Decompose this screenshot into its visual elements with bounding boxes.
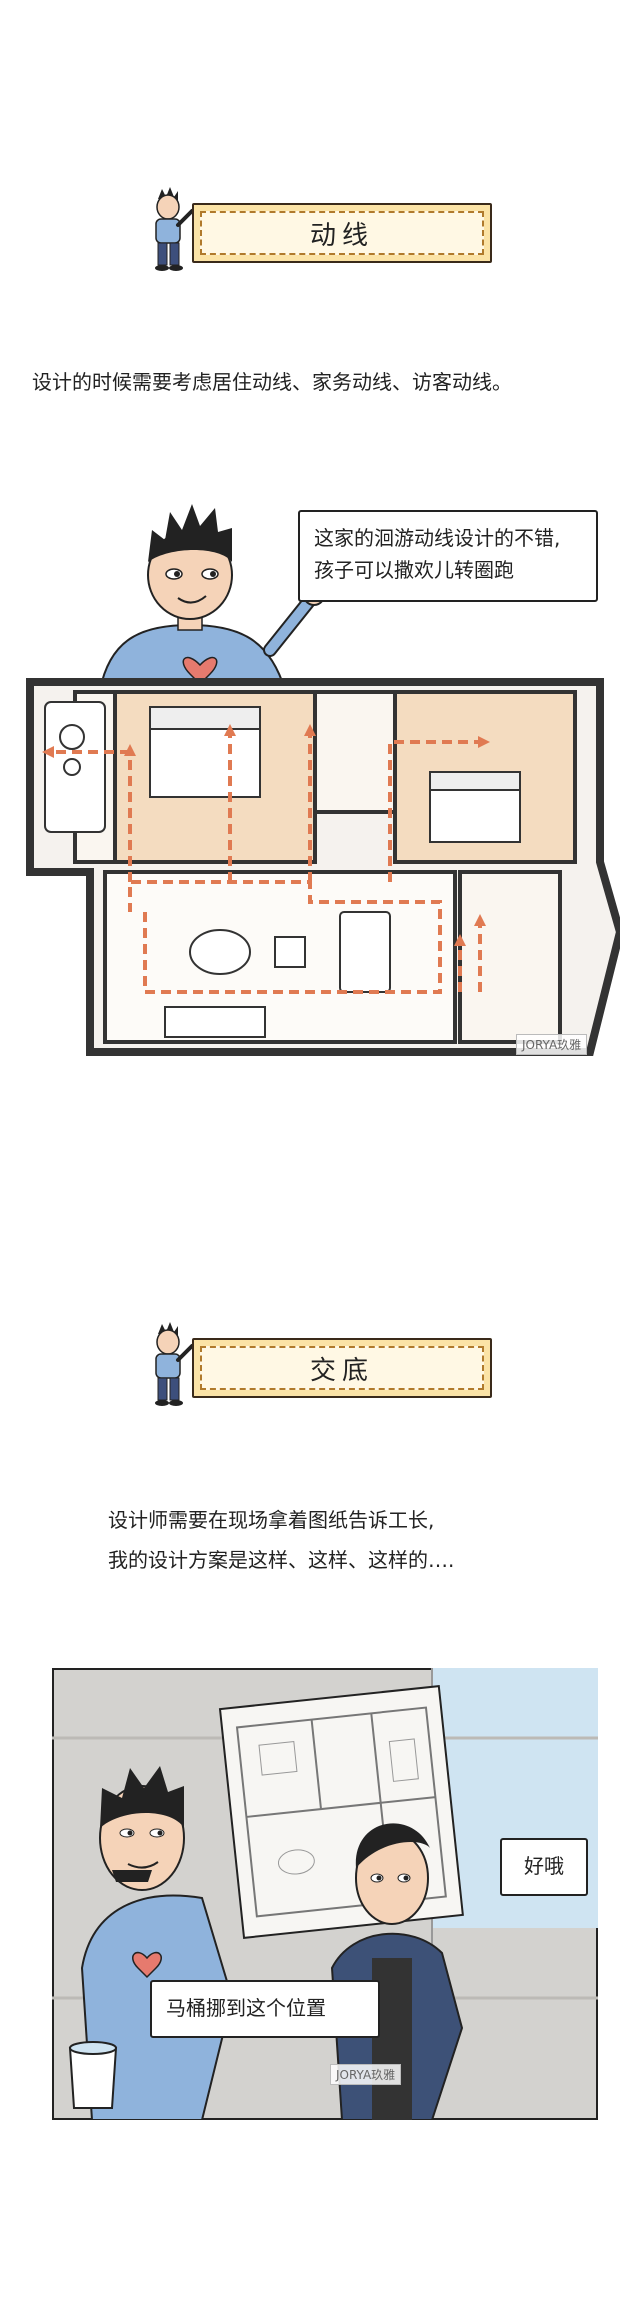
description-line-1: 设计师需要在现场拿着图纸告诉工长,: [108, 1508, 435, 1532]
speech-bubble: 这家的洄游动线设计的不错, 孩子可以撒欢儿转圈跑: [298, 510, 598, 602]
description-line-2: 我的设计方案是这样、这样、这样的….: [108, 1548, 455, 1572]
mascot-figure-icon: [155, 187, 194, 271]
speech-line-1: 这家的洄游动线设计的不错,: [314, 526, 561, 550]
heart-icon: [132, 1951, 162, 1979]
section-title: 交底: [309, 1355, 374, 1386]
section-banner-jiaodi: 交底: [192, 1338, 492, 1398]
section-banner-dongxian: 动线: [192, 203, 492, 263]
reply-bubble: 好哦: [500, 1838, 588, 1896]
paint-bucket-icon: [68, 2041, 118, 2109]
watermark: JORYA玖雅: [330, 2064, 402, 2085]
speech-line-2: 孩子可以撒欢儿转圈跑: [314, 558, 514, 582]
instruction-bubble: 马桶挪到这个位置: [150, 1980, 380, 2038]
section-description: 设计师需要在现场拿着图纸告诉工长, 我的设计方案是这样、这样、这样的….: [108, 1500, 608, 1580]
designer-character-icon: [98, 504, 327, 690]
floor-plan-illustration: [26, 678, 620, 1056]
section-description: 设计的时候需要考虑居住动线、家务动线、访客动线。: [32, 370, 512, 394]
reply-text: 好哦: [524, 1854, 564, 1878]
instruction-text: 马桶挪到这个位置: [166, 1996, 326, 2020]
watermark: JORYA玖雅: [516, 1034, 588, 1055]
section-title: 动线: [309, 220, 374, 251]
mascot-figure-icon: [155, 1322, 194, 1406]
